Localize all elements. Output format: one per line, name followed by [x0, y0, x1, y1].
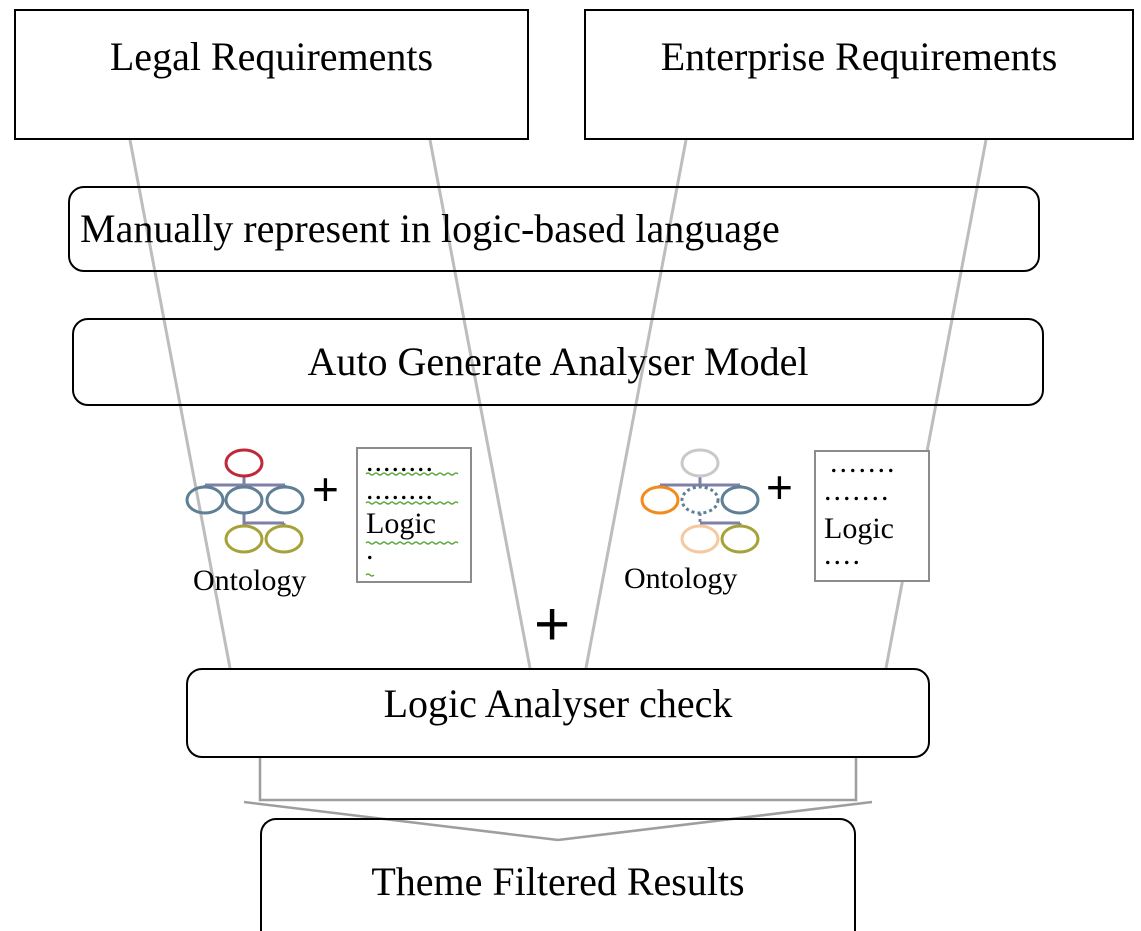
- ontology-leaf-node: [720, 524, 760, 554]
- ontology-leaf-node: [264, 524, 304, 554]
- plus-sign-left: +: [312, 463, 339, 515]
- squiggle-underlines: [365, 472, 459, 577]
- plus-sign-center: +: [534, 590, 571, 659]
- auto-generate-label: Auto Generate Analyser Model: [307, 339, 809, 384]
- ontology-label-right: Ontology: [624, 562, 738, 595]
- ontology-tree-right: [640, 448, 760, 554]
- ontology-leaf-node: [224, 524, 264, 554]
- doc-dots-line: .: [366, 533, 374, 566]
- manual-represent-box: Manually represent in logic-based langua…: [68, 186, 1040, 272]
- logic-document-right: ....... ....... Logic ....: [814, 446, 930, 582]
- ontology-mid-node: [224, 485, 264, 515]
- legal-requirements-box: Legal Requirements: [14, 9, 529, 140]
- merge-bracket: [258, 758, 858, 802]
- ontology-label-left: Ontology: [193, 564, 307, 597]
- manual-represent-label: Manually represent in logic-based langua…: [80, 206, 780, 251]
- ontology-peach-node: [680, 524, 720, 554]
- ontology-mid-node: [185, 485, 225, 515]
- legal-requirements-label: Legal Requirements: [109, 34, 434, 79]
- doc-logic-text: Logic: [366, 507, 436, 540]
- theme-filtered-results-box: Theme Filtered Results: [260, 818, 856, 931]
- ontology-orange-node: [640, 485, 680, 515]
- doc-dots-line: .......: [824, 474, 891, 507]
- logic-document-left: ........ ........ Logic .: [356, 447, 472, 583]
- auto-generate-box: Auto Generate Analyser Model: [72, 318, 1044, 406]
- ontology-tree-left: [185, 448, 305, 554]
- enterprise-requirements-label: Enterprise Requirements: [660, 34, 1058, 79]
- logic-analyser-check-box: Logic Analyser check: [186, 668, 930, 758]
- ontology-root-node: [680, 448, 720, 478]
- enterprise-requirements-box: Enterprise Requirements: [584, 9, 1134, 140]
- doc-dots-line: .......: [830, 446, 897, 479]
- doc-logic-text: Logic: [824, 512, 894, 545]
- plus-sign-right: +: [766, 461, 793, 513]
- doc-dots-line: ....: [824, 538, 862, 571]
- doc-dots-line: ........: [366, 473, 434, 506]
- ontology-mid-node: [265, 485, 305, 515]
- ontology-mid-node: [720, 485, 760, 515]
- ontology-dashed-node: [680, 485, 720, 515]
- logic-analyser-check-label: Logic Analyser check: [383, 681, 733, 726]
- doc-dots-line: ........: [366, 445, 434, 478]
- theme-filtered-results-label: Theme Filtered Results: [371, 859, 745, 904]
- merge-line-left: [243, 800, 559, 842]
- ontology-root-node: [224, 448, 264, 478]
- merge-line-right: [557, 800, 873, 842]
